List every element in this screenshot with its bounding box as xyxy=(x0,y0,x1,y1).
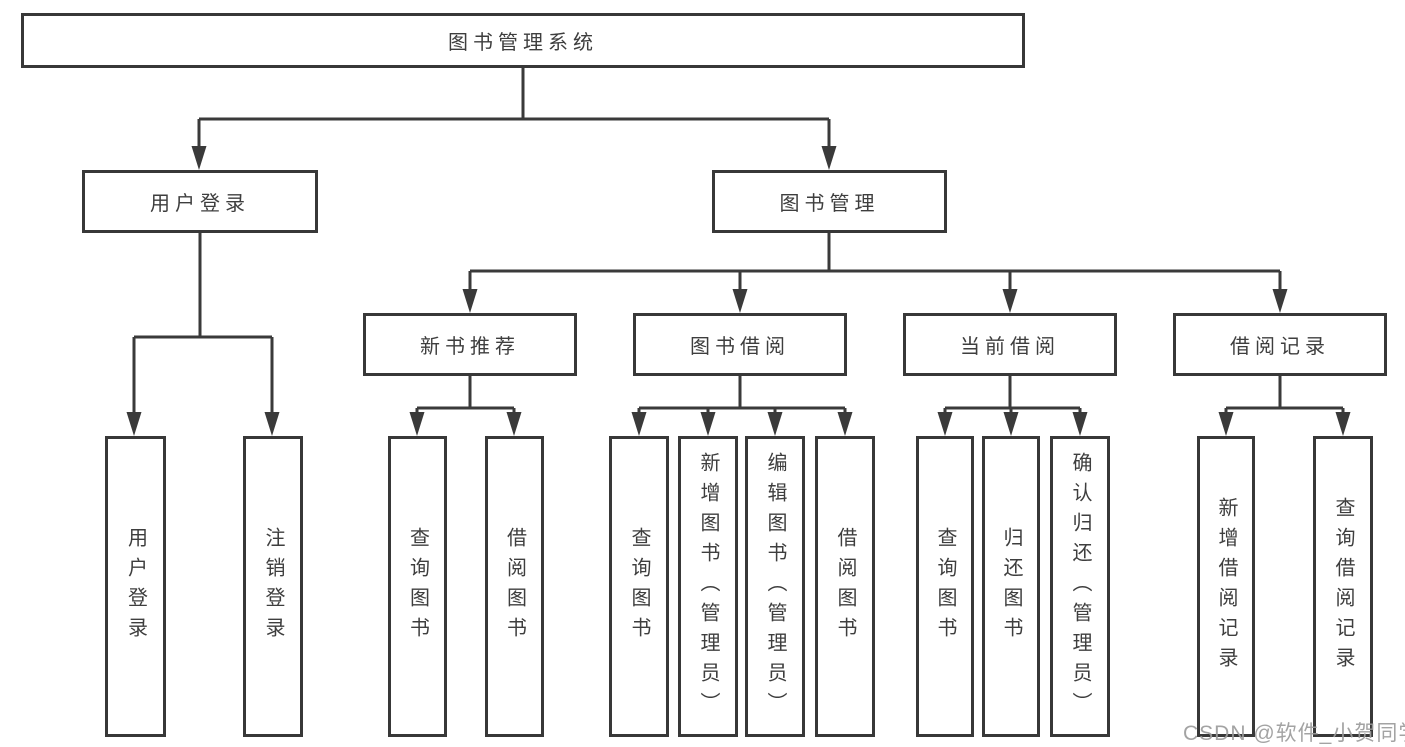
leaf-cb-query-books-label: 查询图书 xyxy=(934,526,956,647)
leaf-rec-borrow-books: 借阅图书 xyxy=(485,436,544,737)
leaf-logout: 注销登录 xyxy=(243,436,303,737)
leaf-rec-query-books-label: 查询图书 xyxy=(406,526,429,647)
node-user-login-label: 用户登录 xyxy=(150,193,250,215)
leaf-bb-query-books-label: 查询图书 xyxy=(628,526,650,647)
leaf-rec-query-books: 查询图书 xyxy=(388,436,447,737)
leaf-bb-add-books-label: 新增图书（管理员） xyxy=(697,451,719,722)
node-book-borrow: 图书借阅 xyxy=(633,313,847,376)
leaf-bb-borrow-books: 借阅图书 xyxy=(815,436,875,737)
leaf-cb-return-books-label: 归还图书 xyxy=(1000,526,1022,647)
leaf-br-query-record: 查询借阅记录 xyxy=(1313,436,1373,737)
node-book-borrow-label: 图书借阅 xyxy=(690,336,790,358)
node-borrow-records: 借阅记录 xyxy=(1173,313,1387,376)
csdn-watermark: CSDN @软件_小贺同学 xyxy=(1183,722,1405,745)
leaf-bb-edit-books-label: 编辑图书（管理员） xyxy=(764,451,786,722)
leaf-user-login-label: 用户登录 xyxy=(124,526,147,647)
leaf-bb-edit-books: 编辑图书（管理员） xyxy=(745,436,805,737)
node-new-book-rec-label: 新书推荐 xyxy=(420,336,520,358)
node-new-book-rec: 新书推荐 xyxy=(363,313,577,376)
leaf-bb-query-books: 查询图书 xyxy=(609,436,669,737)
node-user-login: 用户登录 xyxy=(82,170,318,233)
leaf-cb-query-books: 查询图书 xyxy=(916,436,974,737)
leaf-br-add-record: 新增借阅记录 xyxy=(1197,436,1255,737)
leaf-cb-return-books: 归还图书 xyxy=(982,436,1040,737)
leaf-cb-confirm-return: 确认归还（管理员） xyxy=(1050,436,1110,737)
leaf-bb-add-books: 新增图书（管理员） xyxy=(678,436,738,737)
node-book-manage: 图书管理 xyxy=(712,170,947,233)
leaf-br-query-record-label: 查询借阅记录 xyxy=(1332,496,1354,677)
leaf-br-add-record-label: 新增借阅记录 xyxy=(1215,496,1237,677)
leaf-user-login: 用户登录 xyxy=(105,436,166,737)
node-root-label: 图书管理系统 xyxy=(448,32,598,54)
node-borrow-records-label: 借阅记录 xyxy=(1230,336,1330,358)
leaf-rec-borrow-books-label: 借阅图书 xyxy=(503,526,526,647)
node-root: 图书管理系统 xyxy=(21,13,1025,68)
node-book-manage-label: 图书管理 xyxy=(779,193,880,215)
node-current-borrow: 当前借阅 xyxy=(903,313,1117,376)
leaf-cb-confirm-return-label: 确认归还（管理员） xyxy=(1069,451,1091,722)
node-current-borrow-label: 当前借阅 xyxy=(960,336,1060,358)
leaf-logout-label: 注销登录 xyxy=(262,526,284,647)
leaf-bb-borrow-books-label: 借阅图书 xyxy=(834,526,856,647)
